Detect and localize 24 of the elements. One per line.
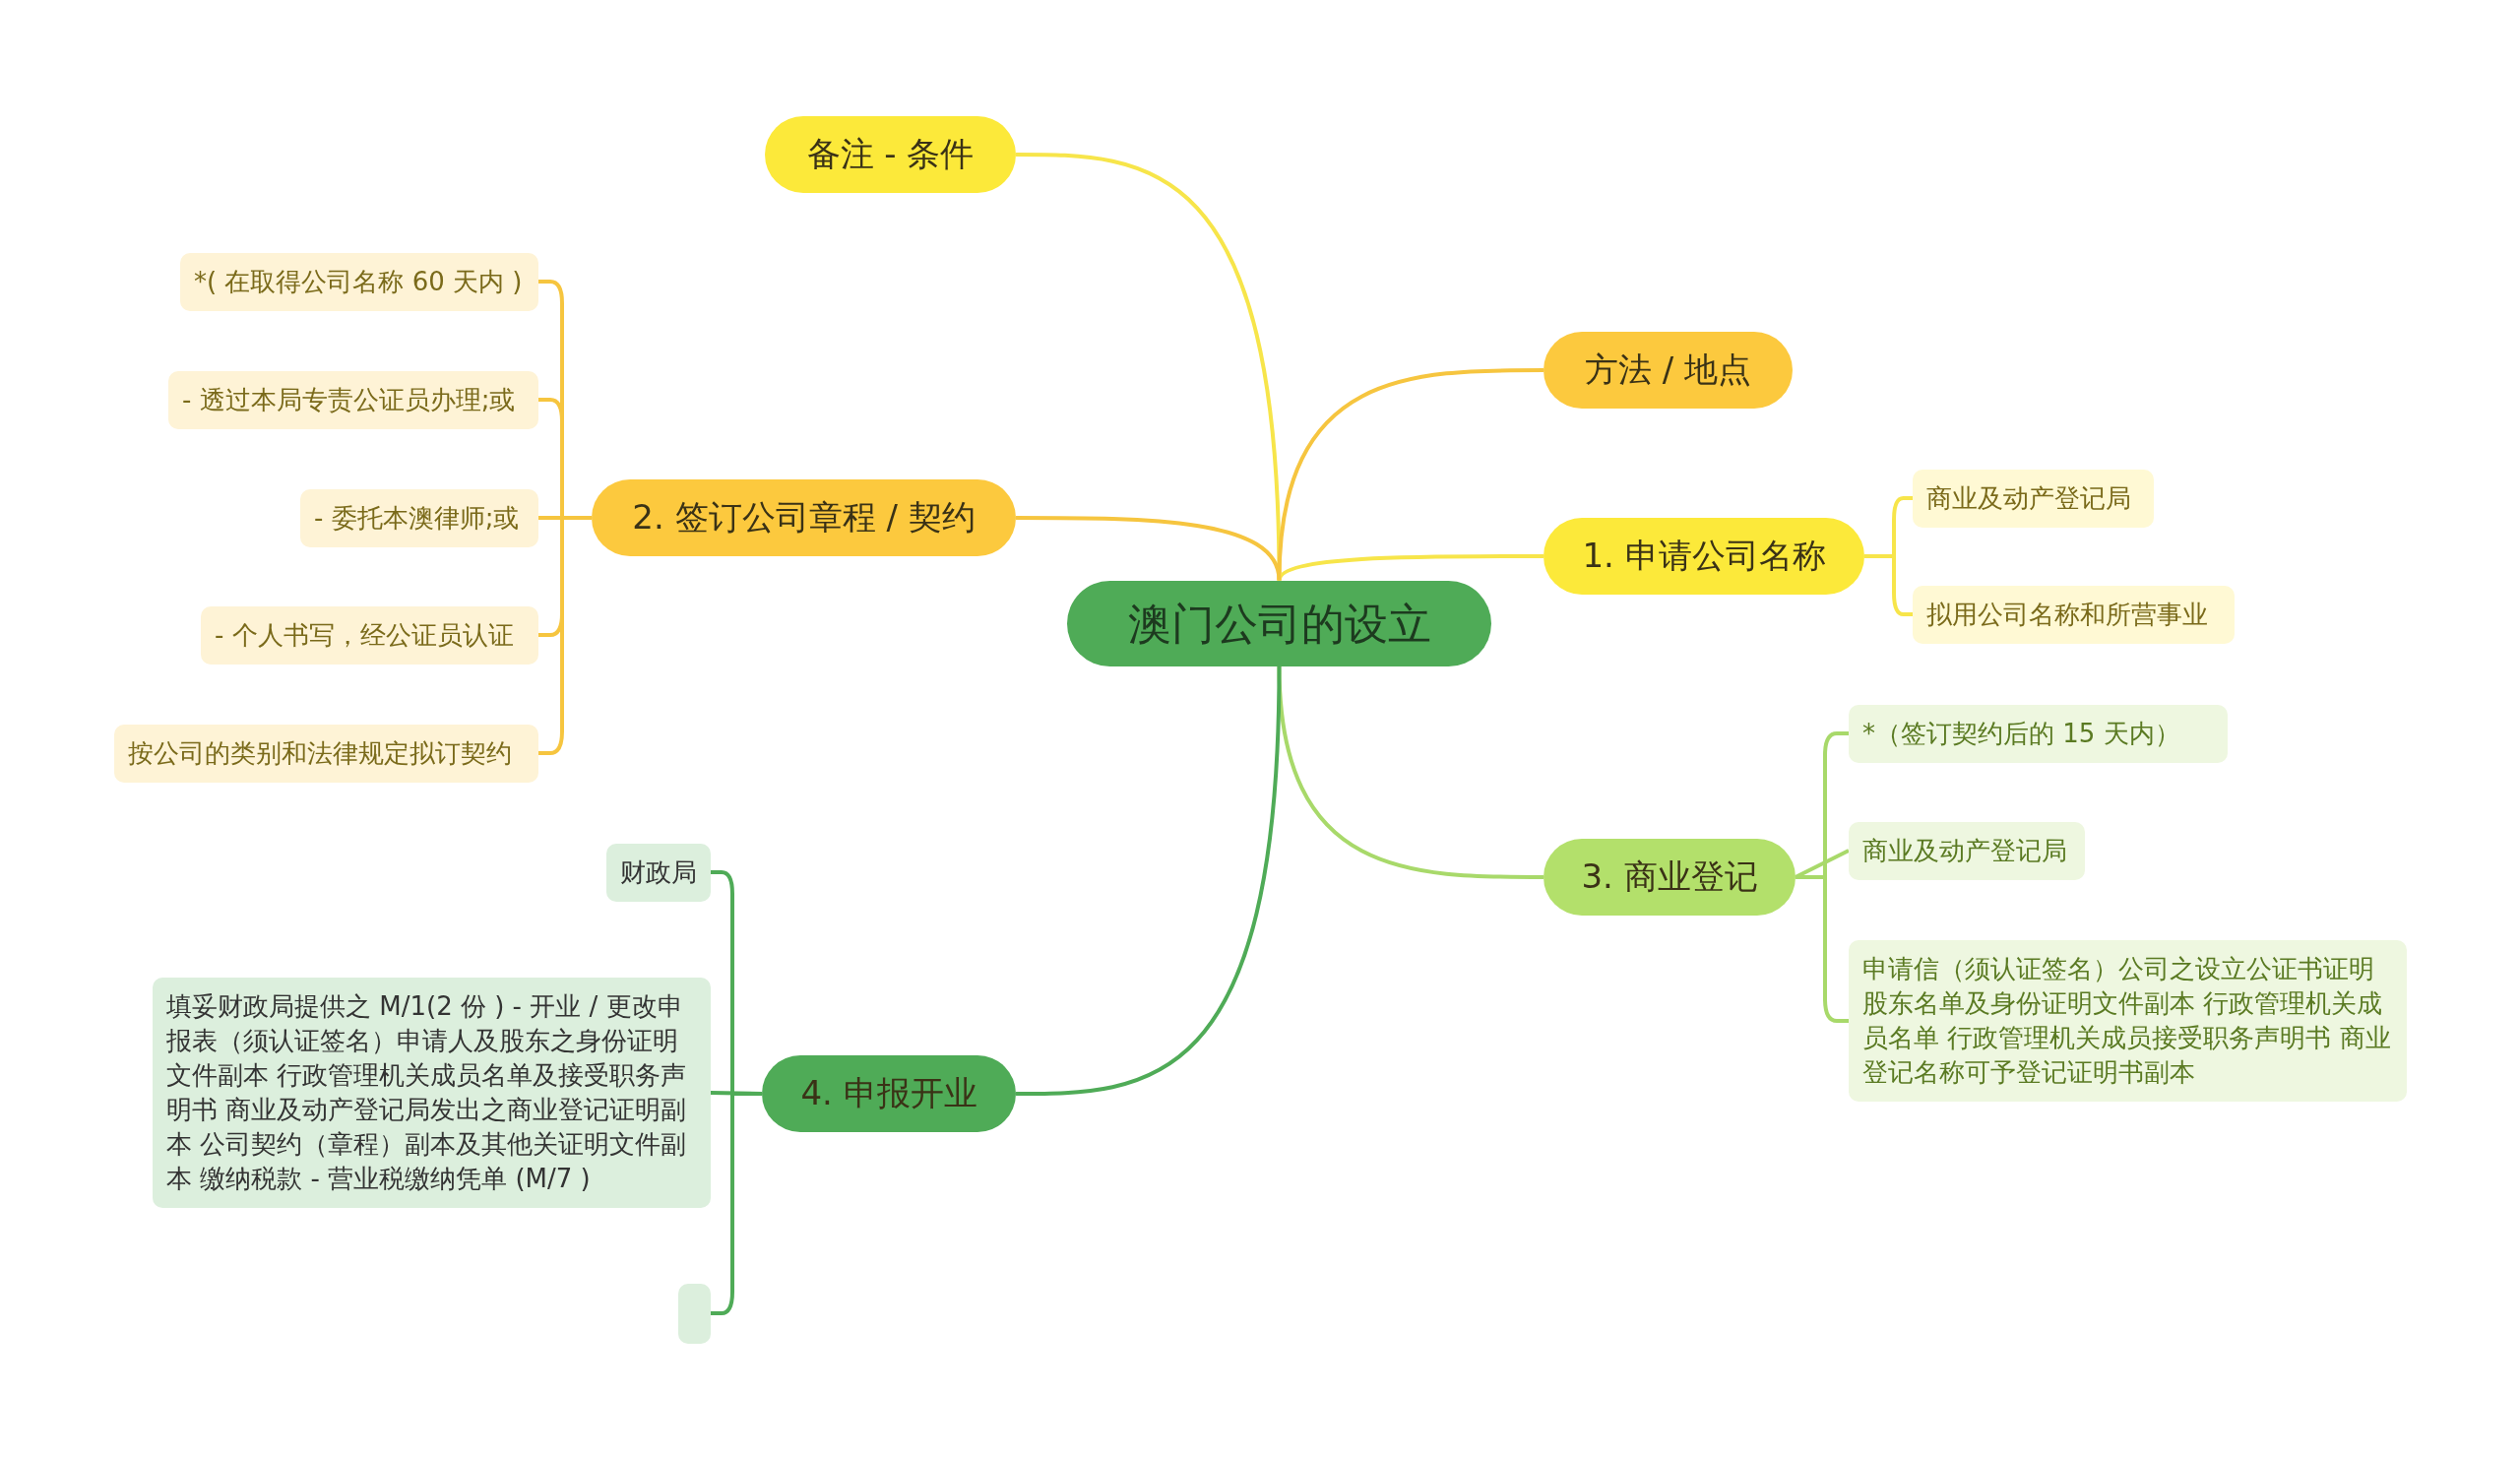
- subtopic-box: - 个人书写，经公证员认证: [201, 605, 538, 665]
- connector-line: [538, 516, 592, 755]
- branch-topic: 4. 申报开业: [762, 1055, 1016, 1132]
- subtopic-box: *（签订契约后的 15 天内）: [1849, 704, 2228, 763]
- branch-topic: 1. 申请公司名称: [1544, 518, 1864, 595]
- subtopic-box: - 委托本澳律师;或: [300, 488, 538, 547]
- central-topic: 澳门公司的设立: [1067, 580, 1491, 666]
- subtopic-box: 财政局: [606, 843, 711, 902]
- connector-line: [1016, 665, 1282, 1096]
- empty-box: [678, 1283, 711, 1344]
- connector-line: [1016, 516, 1282, 581]
- subtopic-box: - 透过本局专责公证员办理;或: [168, 370, 538, 429]
- subtopic-box: 按公司的类别和法律规定拟订契约: [114, 724, 538, 783]
- subtopic-box: 商业及动产登记局: [1849, 821, 2085, 880]
- branch-topic: 方法 / 地点: [1544, 332, 1793, 409]
- subtopic-box: 拟用公司名称和所营事业: [1913, 585, 2235, 644]
- subtopic-box: 商业及动产登记局: [1913, 469, 2154, 528]
- branch-topic: 3. 商业登记: [1544, 839, 1796, 916]
- connector-line: [1864, 554, 1913, 616]
- subtopic-box: 申请信（须认证签名）公司之设立公证书证明股东名单及身份证明文件副本 行政管理机关成员名单 行政管理机关成员接受职务声明书 商业登记名称可予登记证明书副本: [1849, 940, 2407, 1103]
- branch-topic: 2. 签订公司章程 / 契约: [592, 479, 1016, 556]
- subtopic-box: 填妥财政局提供之 M/1(2 份 ) - 开业 / 更改申报表（须认证签名）申请人及股东之身份证明文件副本 行政管理机关成员名单及接受职务声明书 商业及动产登记局发出之商业登记证明副本 公司契约（章程）副本及其他关证明文件副本 缴纳税款 - 营业税缴纳凭单 (M/7 ): [153, 977, 711, 1209]
- branch-topic: 备注 - 条件: [765, 116, 1016, 193]
- subtopic-box: *( 在取得公司名称 60 天内 ): [180, 252, 538, 311]
